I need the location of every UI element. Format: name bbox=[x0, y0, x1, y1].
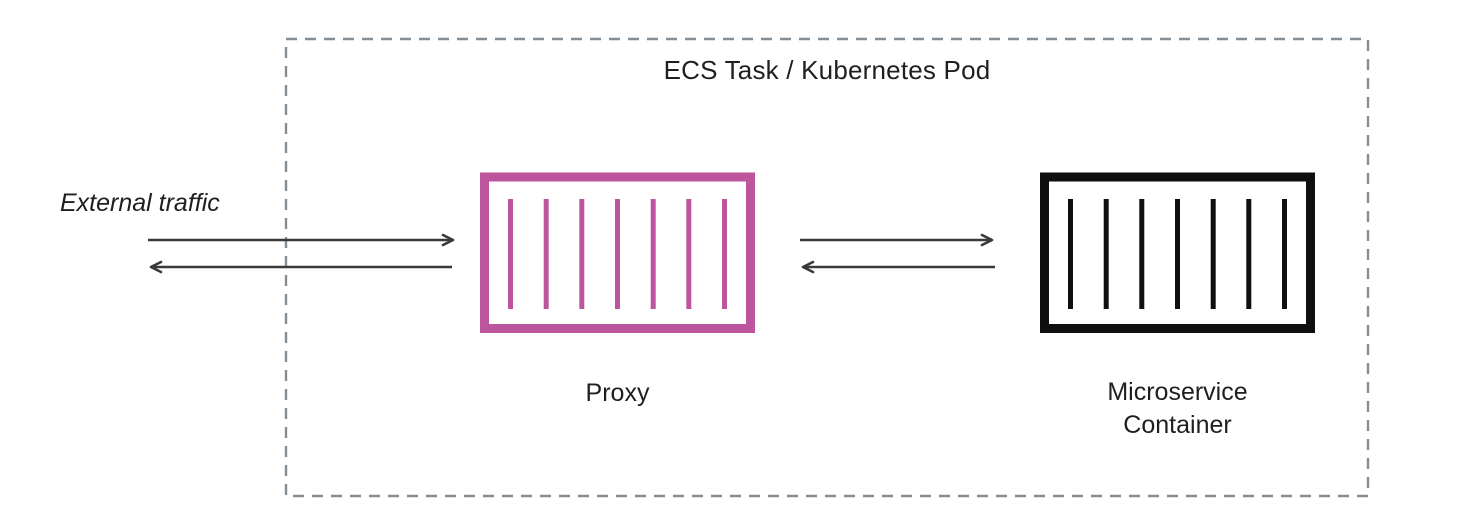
external-traffic-label: External traffic bbox=[60, 189, 220, 217]
proxy-container-outline bbox=[480, 172, 755, 333]
microservice-container-outline bbox=[1040, 172, 1315, 333]
external-traffic-arrows bbox=[148, 233, 455, 274]
microservice-container-icon bbox=[1040, 172, 1315, 333]
microservice-label-line2: Container bbox=[1123, 411, 1232, 439]
microservice-node-label: Microservice Container bbox=[1040, 376, 1315, 442]
proxy-container-bars bbox=[508, 199, 727, 309]
proxy-node-label: Proxy bbox=[585, 379, 650, 407]
internal-traffic-arrows bbox=[800, 233, 995, 274]
microservice-label-line1: Microservice bbox=[1107, 378, 1248, 406]
proxy-container-icon bbox=[480, 172, 755, 333]
microservice-container-bars bbox=[1068, 199, 1287, 309]
pod-title: ECS Task / Kubernetes Pod bbox=[663, 55, 991, 85]
pod-boundary-box bbox=[284, 37, 1370, 498]
